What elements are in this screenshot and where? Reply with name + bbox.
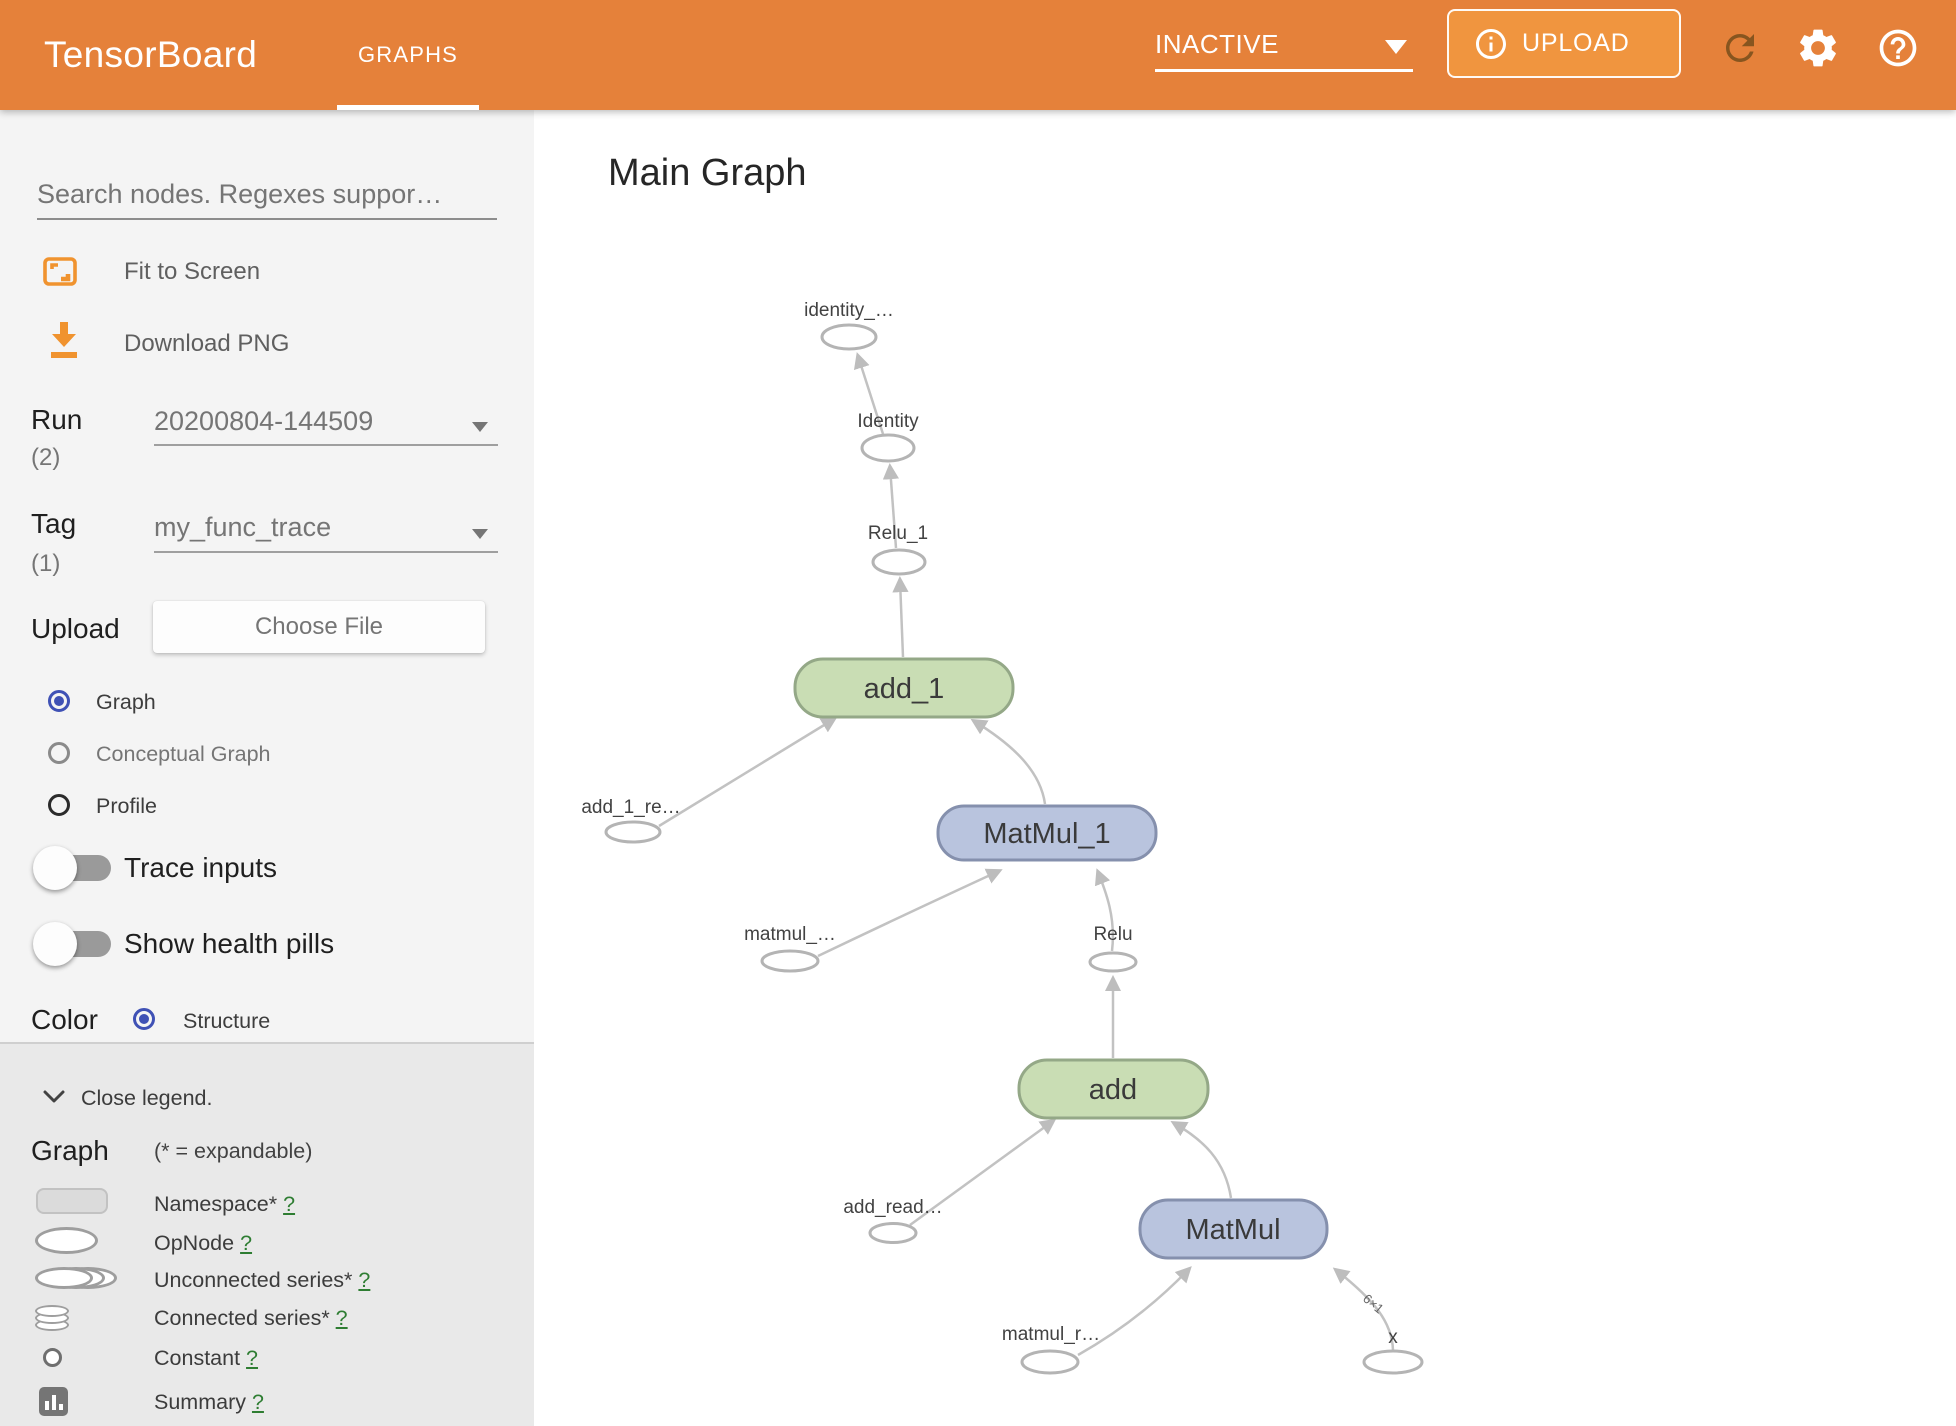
color-label: Color xyxy=(31,1004,98,1035)
legend-item-summary: Summary ? xyxy=(154,1390,264,1414)
op-node-label: x xyxy=(1388,1327,1398,1348)
op-node xyxy=(868,1222,918,1244)
help-link[interactable]: ? xyxy=(358,1268,371,1292)
namespace-node xyxy=(936,804,1158,862)
settings-button[interactable] xyxy=(1794,24,1842,72)
page-title: Main Graph xyxy=(608,152,807,194)
info-icon xyxy=(1476,28,1506,59)
op-node xyxy=(820,323,878,351)
op-node xyxy=(871,548,927,576)
upload-button[interactable]: UPLOAD xyxy=(1447,9,1681,78)
app-header: TensorBoard GRAPHS INACTIVE UPLOAD xyxy=(0,0,1956,110)
op-node xyxy=(760,949,820,973)
op-node-label: Identity xyxy=(857,411,919,432)
op-node xyxy=(1088,951,1138,973)
radio-conceptual-graph-label[interactable]: Conceptual Graph xyxy=(96,742,271,766)
radio-graph[interactable] xyxy=(48,690,70,712)
help-link[interactable]: ? xyxy=(240,1231,253,1255)
namespace-node-label: MatMul xyxy=(1185,1214,1280,1246)
op-node xyxy=(604,820,662,844)
op-node xyxy=(1362,1349,1424,1375)
help-button[interactable] xyxy=(1874,24,1922,72)
opnode-icon xyxy=(35,1227,98,1254)
legend-item-constant: Constant ? xyxy=(154,1346,259,1370)
radio-color-structure[interactable] xyxy=(133,1008,155,1030)
show-health-pills-toggle[interactable] xyxy=(33,921,113,967)
run-select[interactable]: 20200804-144509 xyxy=(154,406,374,436)
namespace-icon xyxy=(36,1188,108,1214)
graph-op-nodes[interactable]: identity_… Identity Relu_1 add_1_re… mat… xyxy=(581,300,1424,1375)
tag-select[interactable]: my_func_trace xyxy=(154,512,332,542)
chevron-down-icon[interactable] xyxy=(472,422,488,432)
tab-graphs[interactable]: GRAPHS xyxy=(357,42,459,67)
upload-button-label: UPLOAD xyxy=(1522,29,1630,57)
op-node-label: identity_… xyxy=(804,300,894,321)
help-link[interactable]: ? xyxy=(246,1346,259,1370)
op-node-label: matmul_r… xyxy=(1002,1324,1100,1345)
op-node-label: add_read… xyxy=(843,1197,942,1218)
legend-item-unconnected-series: Unconnected series* ? xyxy=(154,1268,371,1292)
tab-active-indicator xyxy=(337,105,479,110)
help-link[interactable]: ? xyxy=(251,1390,264,1414)
gear-icon xyxy=(1800,29,1836,67)
fit-to-screen-button[interactable] xyxy=(41,252,79,290)
graph-group-nodes[interactable]: add_1 MatMul_1 add MatMul xyxy=(793,657,1329,1260)
op-node-label: Relu_1 xyxy=(868,523,928,544)
chevron-down-icon xyxy=(43,1090,65,1103)
refresh-icon xyxy=(1726,34,1754,62)
close-legend-label[interactable]: Close legend. xyxy=(81,1086,213,1110)
op-node xyxy=(1020,1349,1080,1375)
radio-conceptual-graph[interactable] xyxy=(48,742,70,764)
help-icon xyxy=(1879,29,1917,67)
radio-profile[interactable] xyxy=(48,794,70,816)
fit-to-screen-icon xyxy=(43,257,77,286)
legend-item-namespace: Namespace* ? xyxy=(154,1192,296,1216)
help-link[interactable]: ? xyxy=(335,1306,348,1330)
choose-file-button[interactable]: Choose File xyxy=(153,601,485,653)
close-legend-button[interactable] xyxy=(43,1090,65,1109)
legend-heading: Graph xyxy=(31,1135,109,1166)
download-icon xyxy=(51,322,77,358)
legend-heading-note: (* = expandable) xyxy=(154,1139,313,1163)
namespace-node-label: add xyxy=(1089,1074,1137,1106)
chevron-down-icon[interactable] xyxy=(472,529,488,539)
tag-count: (1) xyxy=(31,550,61,577)
op-node xyxy=(860,433,916,463)
run-status-value: INACTIVE xyxy=(1155,29,1279,59)
trace-inputs-toggle[interactable] xyxy=(33,845,113,891)
search-input[interactable] xyxy=(37,170,497,220)
tag-label: Tag xyxy=(31,508,77,539)
summary-icon xyxy=(39,1387,68,1416)
radio-graph-label[interactable]: Graph xyxy=(96,690,156,714)
trace-inputs-label[interactable]: Trace inputs xyxy=(124,852,278,883)
op-node-label: Relu xyxy=(1093,924,1132,945)
run-label: Run xyxy=(31,404,83,435)
namespace-node xyxy=(1138,1198,1329,1260)
upload-label: Upload xyxy=(31,613,120,644)
radio-color-structure-label[interactable]: Structure xyxy=(183,1009,271,1033)
namespace-node xyxy=(1017,1058,1210,1120)
help-link[interactable]: ? xyxy=(283,1192,296,1216)
run-count: (2) xyxy=(31,444,61,471)
chevron-down-icon xyxy=(1385,40,1407,54)
fit-to-screen-label[interactable]: Fit to Screen xyxy=(124,258,261,285)
run-status-dropdown[interactable]: INACTIVE xyxy=(1155,0,1413,110)
divider xyxy=(0,1042,534,1044)
namespace-node xyxy=(793,657,1015,719)
show-health-pills-label[interactable]: Show health pills xyxy=(124,928,335,959)
namespace-node-label: add_1 xyxy=(864,673,945,705)
op-node-label: add_1_re… xyxy=(581,797,680,818)
download-png-button[interactable] xyxy=(46,318,82,362)
constant-icon xyxy=(43,1348,62,1367)
op-node-label: matmul_… xyxy=(744,924,836,945)
app-title: TensorBoard xyxy=(44,34,258,75)
legend-item-connected-series: Connected series* ? xyxy=(154,1306,348,1330)
graph-controls-sidebar: Fit to Screen Download PNG Run (2) 20200… xyxy=(0,110,534,1426)
graph-edges: 6×1 xyxy=(658,352,1395,1357)
refresh-button[interactable] xyxy=(1716,24,1764,72)
download-png-label[interactable]: Download PNG xyxy=(124,330,290,357)
namespace-node-label: MatMul_1 xyxy=(983,818,1110,850)
radio-profile-label[interactable]: Profile xyxy=(96,794,157,818)
legend-item-opnode: OpNode ? xyxy=(154,1231,253,1255)
